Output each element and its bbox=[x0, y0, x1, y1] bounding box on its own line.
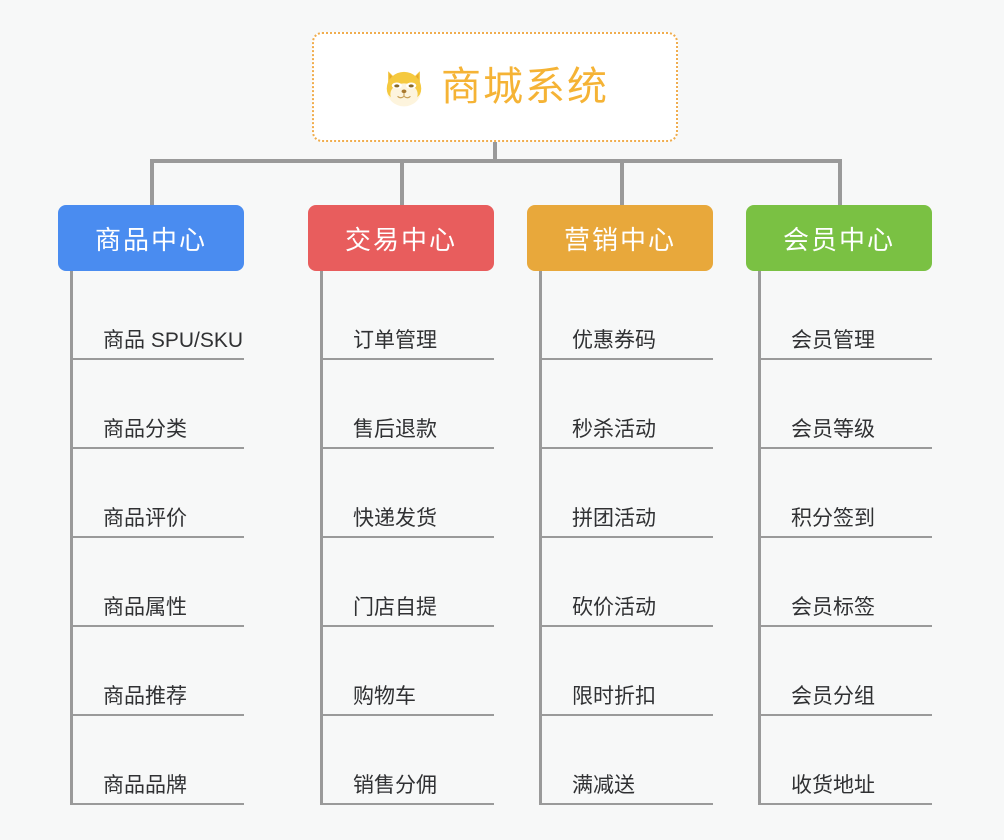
leaf-label: 商品品牌 bbox=[103, 773, 187, 797]
list-item[interactable]: 商品分类 bbox=[73, 360, 244, 449]
list-item[interactable]: 商品品牌 bbox=[73, 716, 244, 805]
list-item[interactable]: 门店自提 bbox=[323, 538, 494, 627]
column-member-center: 会员中心 会员管理 会员等级 积分签到 会员标签 会员分组 收货地址 bbox=[746, 205, 932, 805]
leaf-label: 商品分类 bbox=[103, 417, 187, 441]
leaf-label: 优惠券码 bbox=[572, 328, 656, 352]
shiba-dog-icon bbox=[386, 71, 422, 107]
leaf-label: 订单管理 bbox=[353, 328, 437, 352]
list-item[interactable]: 拼团活动 bbox=[542, 449, 713, 538]
list-item[interactable]: 优惠券码 bbox=[542, 271, 713, 360]
leaf-label: 商品 SPU/SKU bbox=[103, 328, 244, 352]
list-item[interactable]: 收货地址 bbox=[761, 716, 932, 805]
leaf-label: 收货地址 bbox=[791, 773, 875, 797]
list-item[interactable]: 满减送 bbox=[542, 716, 713, 805]
leaf-label: 销售分佣 bbox=[353, 773, 437, 797]
column-header-trade-center[interactable]: 交易中心 bbox=[308, 205, 494, 271]
list-item[interactable]: 商品评价 bbox=[73, 449, 244, 538]
list-item[interactable]: 会员标签 bbox=[761, 538, 932, 627]
list-item[interactable]: 会员分组 bbox=[761, 627, 932, 716]
list-item[interactable]: 会员管理 bbox=[761, 271, 932, 360]
leaf-label: 会员管理 bbox=[791, 328, 875, 352]
leaf-label: 购物车 bbox=[353, 684, 416, 708]
list-item[interactable]: 售后退款 bbox=[323, 360, 494, 449]
leaf-label: 会员标签 bbox=[791, 595, 875, 619]
list-item[interactable]: 商品推荐 bbox=[73, 627, 244, 716]
leaf-label: 限时折扣 bbox=[572, 684, 656, 708]
list-item[interactable]: 订单管理 bbox=[323, 271, 494, 360]
list-item[interactable]: 会员等级 bbox=[761, 360, 932, 449]
root-node-mall-system[interactable]: 商城系统 bbox=[312, 32, 678, 142]
column-header-marketing-center[interactable]: 营销中心 bbox=[527, 205, 713, 271]
column-product-center: 商品中心 商品 SPU/SKU 商品分类 商品评价 商品属性 商品推荐 商品品牌 bbox=[58, 205, 244, 805]
branch-member-center: 会员管理 会员等级 积分签到 会员标签 会员分组 收货地址 bbox=[758, 271, 932, 805]
leaf-label: 会员分组 bbox=[791, 684, 875, 708]
leaf-label: 快递发货 bbox=[353, 506, 437, 530]
leaf-label: 积分签到 bbox=[791, 506, 875, 530]
list-item[interactable]: 快递发货 bbox=[323, 449, 494, 538]
leaf-label: 商品评价 bbox=[103, 506, 187, 530]
branch-marketing-center: 优惠券码 秒杀活动 拼团活动 砍价活动 限时折扣 满减送 bbox=[539, 271, 713, 805]
leaf-label: 售后退款 bbox=[353, 417, 437, 441]
connector-drop-2 bbox=[400, 159, 404, 207]
leaf-label: 商品属性 bbox=[103, 595, 187, 619]
leaf-label: 门店自提 bbox=[353, 595, 437, 619]
column-marketing-center: 营销中心 优惠券码 秒杀活动 拼团活动 砍价活动 限时折扣 满减送 bbox=[527, 205, 713, 805]
connector-drop-3 bbox=[620, 159, 624, 207]
list-item[interactable]: 砍价活动 bbox=[542, 538, 713, 627]
connector-root-stem bbox=[493, 142, 497, 162]
leaf-label: 满减送 bbox=[572, 773, 635, 797]
list-item[interactable]: 购物车 bbox=[323, 627, 494, 716]
column-header-member-center[interactable]: 会员中心 bbox=[746, 205, 932, 271]
connector-drop-1 bbox=[150, 159, 154, 207]
list-item[interactable]: 限时折扣 bbox=[542, 627, 713, 716]
list-item[interactable]: 销售分佣 bbox=[323, 716, 494, 805]
list-item[interactable]: 秒杀活动 bbox=[542, 360, 713, 449]
branch-trade-center: 订单管理 售后退款 快递发货 门店自提 购物车 销售分佣 bbox=[320, 271, 494, 805]
column-header-product-center[interactable]: 商品中心 bbox=[58, 205, 244, 271]
root-title: 商城系统 bbox=[441, 65, 609, 109]
connector-horizontal-bus bbox=[150, 159, 842, 163]
list-item[interactable]: 商品 SPU/SKU bbox=[73, 271, 244, 360]
leaf-label: 秒杀活动 bbox=[572, 417, 656, 441]
branch-product-center: 商品 SPU/SKU 商品分类 商品评价 商品属性 商品推荐 商品品牌 bbox=[70, 271, 244, 805]
connector-drop-4 bbox=[838, 159, 842, 207]
list-item[interactable]: 商品属性 bbox=[73, 538, 244, 627]
leaf-label: 拼团活动 bbox=[572, 506, 656, 530]
leaf-label: 会员等级 bbox=[791, 417, 875, 441]
column-trade-center: 交易中心 订单管理 售后退款 快递发货 门店自提 购物车 销售分佣 bbox=[308, 205, 494, 805]
list-item[interactable]: 积分签到 bbox=[761, 449, 932, 538]
leaf-label: 砍价活动 bbox=[572, 595, 656, 619]
leaf-label: 商品推荐 bbox=[103, 684, 187, 708]
